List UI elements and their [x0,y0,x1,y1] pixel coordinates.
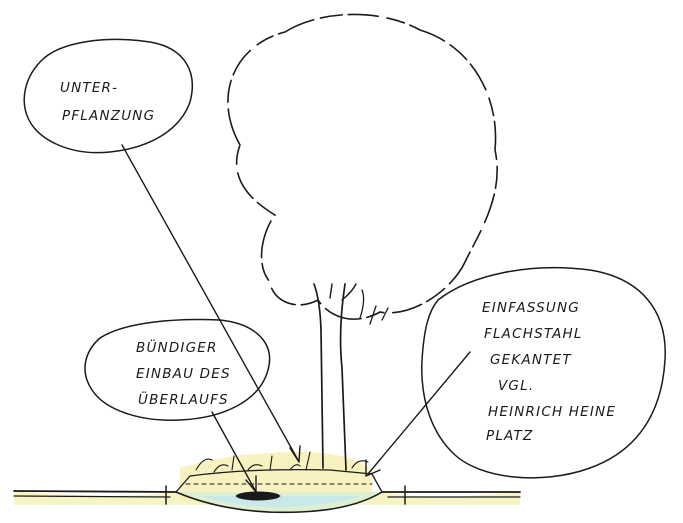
label-einfassung-line-2: FLACHSTAHL [484,326,583,342]
label-buendiger-line-3: ÜBERLAUFS [138,390,229,408]
label-buendiger-line-1: BÜNDIGER [136,338,218,356]
tree-trunk [314,284,388,470]
label-einfassung-line-4: VGL. [498,378,534,394]
label-unterpflanzung-line-2: PFLANZUNG [62,108,155,124]
ground-wash [14,452,520,512]
label-einfassung: EINFASSUNG FLACHSTAHL GEKANTET VGL. HEIN… [482,300,616,444]
bubble-unterpflanzung [24,39,192,152]
tree-canopy-outline [228,14,497,319]
leader-unterpflanzung [122,145,300,462]
label-unterpflanzung-line-1: UNTER- [60,80,118,96]
label-einfassung-line-3: GEKANTET [490,352,572,368]
label-einfassung-line-6: PLATZ [486,428,533,444]
leader-einfassung [366,352,470,476]
label-unterpflanzung: UNTER- PFLANZUNG [60,80,155,124]
label-einfassung-line-1: EINFASSUNG [482,300,580,316]
label-buendiger-line-2: EINBAU DES [136,366,231,382]
label-einfassung-line-5: HEINRICH HEINE [488,404,616,420]
label-buendiger-einbau: BÜNDIGER EINBAU DES ÜBERLAUFS [136,338,231,408]
